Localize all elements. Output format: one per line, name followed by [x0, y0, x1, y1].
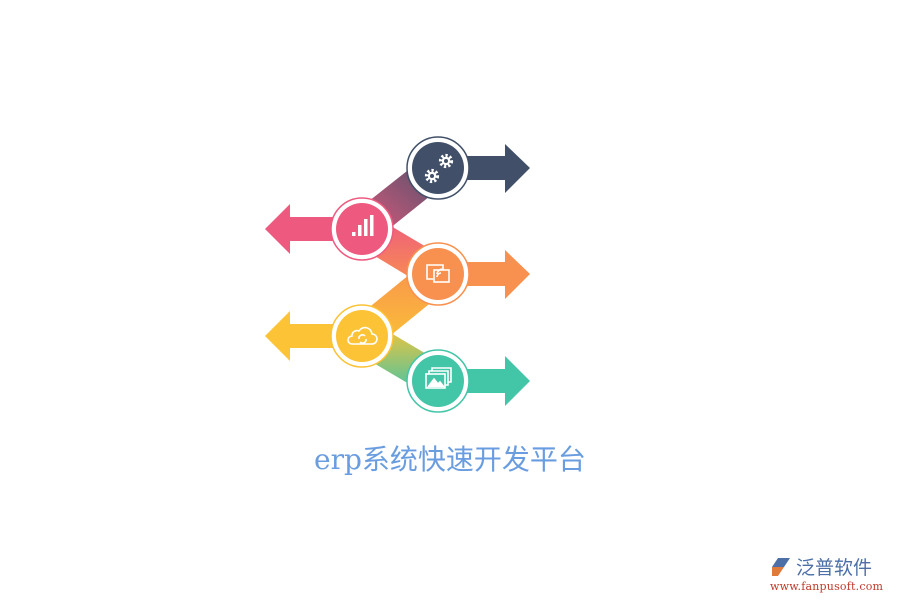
logo-name: 泛普软件 [796, 557, 873, 579]
node-gears [406, 136, 470, 200]
gears-icon [424, 153, 454, 184]
node-cast [406, 242, 470, 306]
brand-logo: 泛普软件 www.fanpusoft.com [770, 553, 895, 593]
page-title: erp系统快速开发平台 [314, 443, 586, 476]
bar-chart-icon [352, 215, 374, 236]
arrow-gallery [438, 356, 530, 406]
cloud-sync-icon [347, 326, 378, 345]
node-gallery [406, 349, 470, 413]
screen-cast-icon [426, 264, 450, 283]
arrow-chart [265, 204, 362, 254]
right-arrow-icon [438, 356, 530, 406]
logo-mark-icon [772, 557, 790, 576]
arrow-cloud [265, 311, 362, 361]
logo-url: www.fanpusoft.com [770, 580, 884, 593]
node-chart [330, 197, 394, 261]
image-gallery-icon [425, 367, 452, 389]
node-cloud [330, 304, 394, 368]
left-arrow-icon [265, 311, 362, 361]
left-arrow-icon [265, 204, 362, 254]
